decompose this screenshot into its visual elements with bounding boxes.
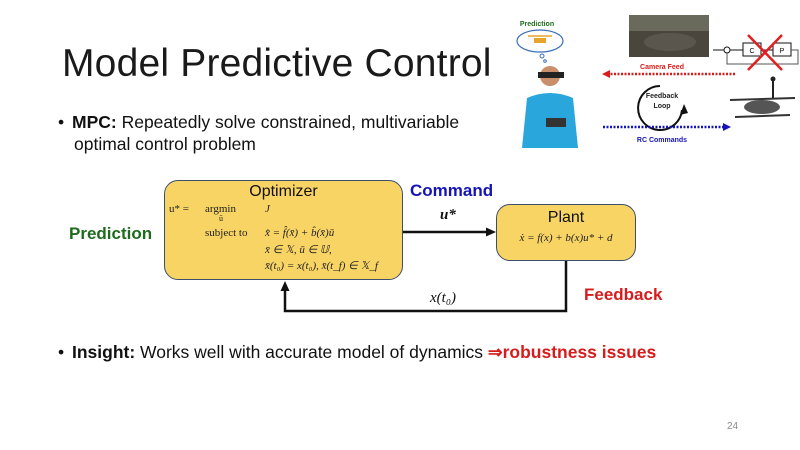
rc-transmitter-icon xyxy=(546,118,566,127)
implies-arrow-icon: ⇒ xyxy=(487,342,503,362)
thought-dot-icon xyxy=(543,59,547,63)
camera-feed-ground xyxy=(644,33,696,51)
feedback-arrowhead xyxy=(280,281,290,291)
block-feedback-line xyxy=(726,49,799,65)
prediction-label: Prediction xyxy=(69,224,153,243)
page-number: 24 xyxy=(727,421,739,432)
bullet-mpc: • MPC: Repeatedly solve constrained, mult… xyxy=(58,111,498,155)
camera-feed-arrowhead xyxy=(602,70,610,78)
plant-title: Plant xyxy=(547,209,585,226)
command-label: Command xyxy=(410,181,494,200)
slide-title: Model Predictive Control xyxy=(62,42,492,85)
bullet-insight-text: Works well with accurate model of dynami… xyxy=(135,342,488,362)
bullet-dot: • xyxy=(58,112,65,132)
optimizer-block: Optimizer u* = argmin ū J subject to x̄̇… xyxy=(164,180,403,280)
thought-dot-icon xyxy=(539,53,545,59)
bullet-dot: • xyxy=(58,342,65,362)
bullet-insight-term: Insight: xyxy=(72,342,136,362)
feedback-loop-illustration: Prediction Camera Feed Feedback Loop RC … xyxy=(490,0,800,160)
constraint-dynamics: x̄̇ = f̂(x̄) + b̂(x̄)ū xyxy=(265,227,335,239)
bullet-mpc-text: Repeatedly solve constrained, multivaria… xyxy=(116,112,460,132)
camera-feed-label: Camera Feed xyxy=(640,64,684,71)
optimizer-objective: J xyxy=(265,203,270,215)
loop-arrowhead xyxy=(680,104,688,115)
feedback-signal-label: x(t₀) xyxy=(430,290,457,306)
optimizer-argmin-sub: ū xyxy=(219,214,223,223)
loop-arrow-icon xyxy=(637,85,683,131)
feedback-label: Feedback xyxy=(584,285,663,304)
quadcopter-icon xyxy=(729,76,796,118)
optimizer-subject-to: subject to xyxy=(205,227,248,239)
illustration-svg: Prediction Camera Feed Feedback Loop RC … xyxy=(516,15,799,148)
bullet-insight: • Insight: Works well with accurate model… xyxy=(58,341,656,363)
plant-block-label: P xyxy=(780,48,785,55)
drone-icon xyxy=(534,38,546,43)
bullet-insight-highlight: robustness issues xyxy=(502,342,657,362)
plant-block: Plant ẋ = f(x) + b(x)u* + d xyxy=(496,204,636,261)
feedback-line xyxy=(283,261,568,313)
loop-label-1: Feedback xyxy=(646,93,678,100)
illus-prediction-label: Prediction xyxy=(520,21,554,28)
command-arrowhead xyxy=(486,227,496,237)
optimizer-lhs: u* = xyxy=(169,203,189,215)
constraint-boundary: x̄(t₀) = x(t₀), x̄(t_f) ∈ 𝕏_f xyxy=(265,260,378,272)
cross-out-icon xyxy=(747,34,783,71)
fpv-goggles-icon xyxy=(538,72,564,78)
optimizer-title: Optimizer xyxy=(249,183,318,200)
optimizer-argmin: argmin xyxy=(205,203,236,215)
camera-feed-trees xyxy=(629,15,709,31)
command-signal-label: u* xyxy=(440,207,456,223)
plant-equation: ẋ = f(x) + b(x)u* + d xyxy=(519,232,613,244)
bullet-mpc-term: MPC: xyxy=(72,112,117,132)
constraint-sets: x̄ ∈ 𝕏, ū ∈ 𝕌, xyxy=(265,244,332,256)
rc-commands-arrowhead xyxy=(723,123,731,131)
controller-block-label: C xyxy=(749,48,754,55)
rc-commands-label: RC Commands xyxy=(637,137,687,144)
loop-label-2: Loop xyxy=(653,103,670,110)
bullet-mpc-text-cont: optimal control problem xyxy=(74,134,256,154)
